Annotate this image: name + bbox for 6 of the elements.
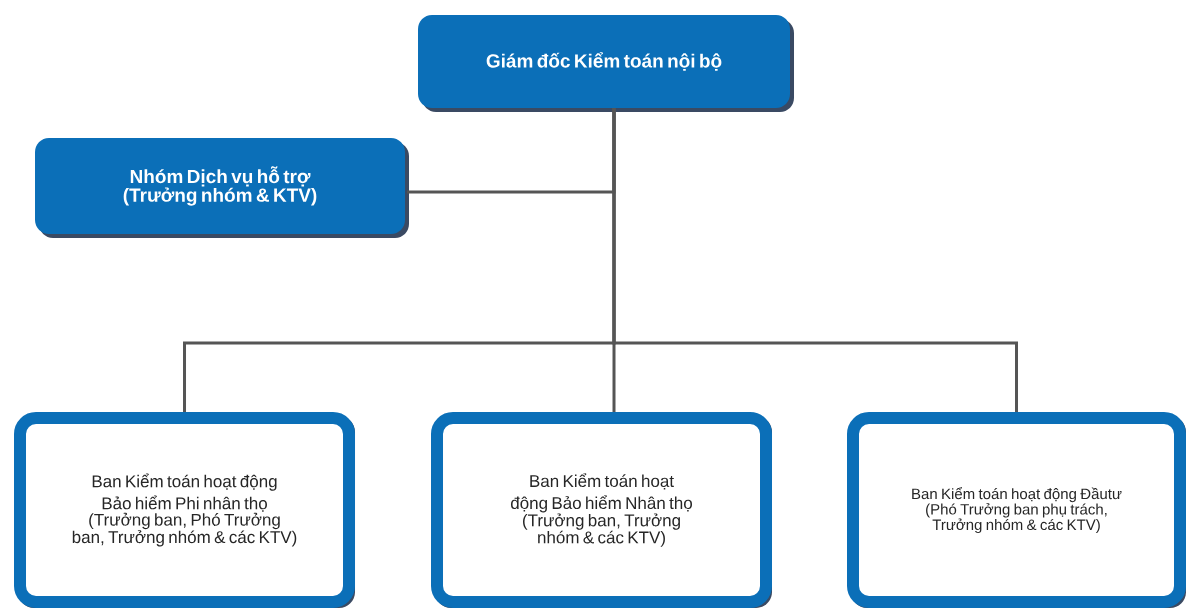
connector-line <box>612 108 1018 412</box>
org-box: Ban Kiểm toán hoạt động Bảo hiểm Nhân thọ (Trưởng ban, Trưởng nhóm & các KTV) <box>431 412 772 608</box>
org-box: Nhóm Dịch vụ hỗ trợ (Trưởng nhóm & KTV) <box>35 138 409 238</box>
org-box: Ban Kiểm toán hoạt động Bảo hiểm Phi nhân thọ (Trưởng ban, Phó Trưởng ban, Trưởng nhóm & các KTV) <box>14 412 355 608</box>
org-box: Ban Kiểm toán hoạt động Đầutư (Phó Trưởng ban phụ trách, Trưởng nhóm & các KTV) <box>847 412 1186 608</box>
org-box: Giám đốc Kiểm toán nội bộ <box>418 15 794 112</box>
